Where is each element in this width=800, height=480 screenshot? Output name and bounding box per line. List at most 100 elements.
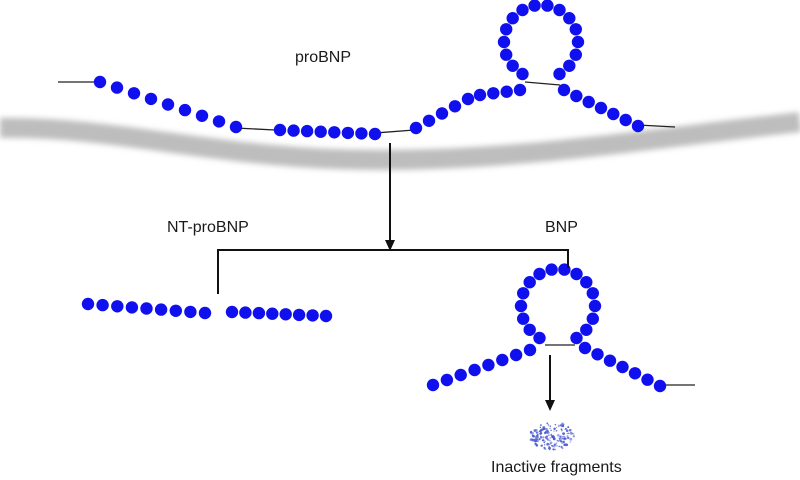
fragment-speck (553, 430, 555, 432)
fragment-speck (536, 439, 539, 443)
fragment-speck (539, 436, 543, 439)
fragment-speck (561, 437, 564, 440)
probnp-residue (435, 107, 449, 120)
nt-probnp-residue (169, 304, 182, 317)
fragment-speck (569, 437, 573, 441)
fragment-speck (564, 427, 567, 430)
fragment-speck (535, 434, 539, 438)
nt-probnp-residue (111, 300, 124, 313)
bnp-residue (588, 299, 602, 313)
fragment-speck (556, 439, 559, 442)
nt-probnp-bead-chain (81, 297, 333, 323)
probnp-residue (461, 92, 475, 106)
bnp-residue (653, 379, 667, 393)
fragment-speck (552, 448, 555, 451)
bnp-residue (509, 348, 523, 362)
bnp-residue (517, 312, 530, 325)
nt-probnp-residue (252, 306, 266, 320)
fragment-speck (562, 440, 566, 443)
probnp-residue (563, 12, 576, 25)
fragment-speck (558, 445, 561, 448)
probnp-residue (594, 101, 608, 115)
bnp-residue (523, 343, 537, 357)
nt-probnp-residue (279, 308, 292, 321)
fragment-speck (553, 427, 556, 430)
fragment-speck (572, 433, 575, 435)
probnp-residue (328, 126, 341, 139)
fragment-speck (542, 436, 545, 439)
probnp-residue (569, 48, 582, 61)
probnp-residue (497, 35, 511, 49)
fragment-speck (549, 427, 551, 429)
fragment-speck (562, 423, 565, 426)
probnp-bead-chain (93, 0, 645, 141)
probnp-residue (557, 83, 571, 97)
probnp-residue (93, 75, 107, 89)
bnp-residue (454, 368, 467, 382)
bnp-residue (616, 360, 629, 374)
probnp-residue (516, 3, 529, 17)
bnp-residue (545, 263, 558, 276)
bnp-residue (440, 373, 454, 387)
probnp-residue (516, 67, 529, 81)
fragment-speck (569, 428, 572, 432)
fragment-speck (543, 446, 546, 449)
fragment-speck (533, 429, 537, 432)
fragment-speck (538, 430, 541, 432)
fragment-speck (550, 429, 552, 432)
fragment-speck (556, 442, 558, 444)
fragment-speck (545, 448, 547, 451)
fragment-speck (565, 443, 569, 447)
fragment-speck (566, 432, 568, 435)
fragment-speck (563, 443, 566, 447)
probnp-backbone (58, 81, 676, 134)
inactive-fragments-cluster (529, 422, 575, 451)
bnp-residue (591, 348, 604, 361)
fragment-speck (553, 443, 557, 446)
fragment-speck (567, 426, 570, 429)
fragment-speck (554, 448, 556, 451)
bnp-residue (482, 358, 495, 372)
fragment-speck (543, 444, 546, 446)
fragment-speck (544, 430, 548, 434)
probnp-residue (273, 123, 287, 137)
bnp-residue (586, 312, 599, 325)
probnp-residue (528, 0, 541, 12)
probnp-residue (144, 92, 158, 106)
fragment-speck (554, 423, 557, 426)
fragment-speck (547, 424, 550, 426)
fragment-speck (551, 445, 553, 447)
fragment-speck (559, 435, 562, 439)
fragment-speck (561, 429, 563, 432)
nt-probnp-residue (225, 305, 239, 319)
fragment-speck (544, 440, 546, 443)
fragment-speck (563, 435, 566, 439)
fragment-speck (549, 448, 551, 451)
bnp-residue (586, 287, 599, 300)
bnp-residue (523, 276, 536, 289)
nt-probnp-residue (140, 302, 153, 315)
fragment-speck (553, 445, 556, 448)
nt-probnp-residue (184, 305, 197, 319)
probnp-residue (161, 98, 175, 111)
probnp-residue (473, 88, 487, 102)
probnp-residue (448, 100, 462, 113)
fragment-speck (534, 442, 537, 446)
fragment-speck (552, 435, 555, 437)
fragment-speck (565, 429, 569, 433)
nt-probnp-residue (81, 297, 95, 311)
probnp-residue (506, 12, 519, 25)
nt-probnp-residue (239, 306, 252, 319)
fragment-speck (535, 431, 539, 434)
probnp-residue (300, 124, 314, 138)
bnp-residue (603, 354, 617, 367)
fragment-speck (538, 438, 541, 441)
fragment-speck (560, 424, 563, 427)
probnp-residue (619, 113, 632, 127)
fragment-speck (530, 432, 532, 435)
probnp-residue (500, 23, 513, 36)
fragment-speck (539, 424, 542, 426)
nt-probnp-residue (125, 301, 139, 314)
fragment-speck (557, 424, 560, 427)
